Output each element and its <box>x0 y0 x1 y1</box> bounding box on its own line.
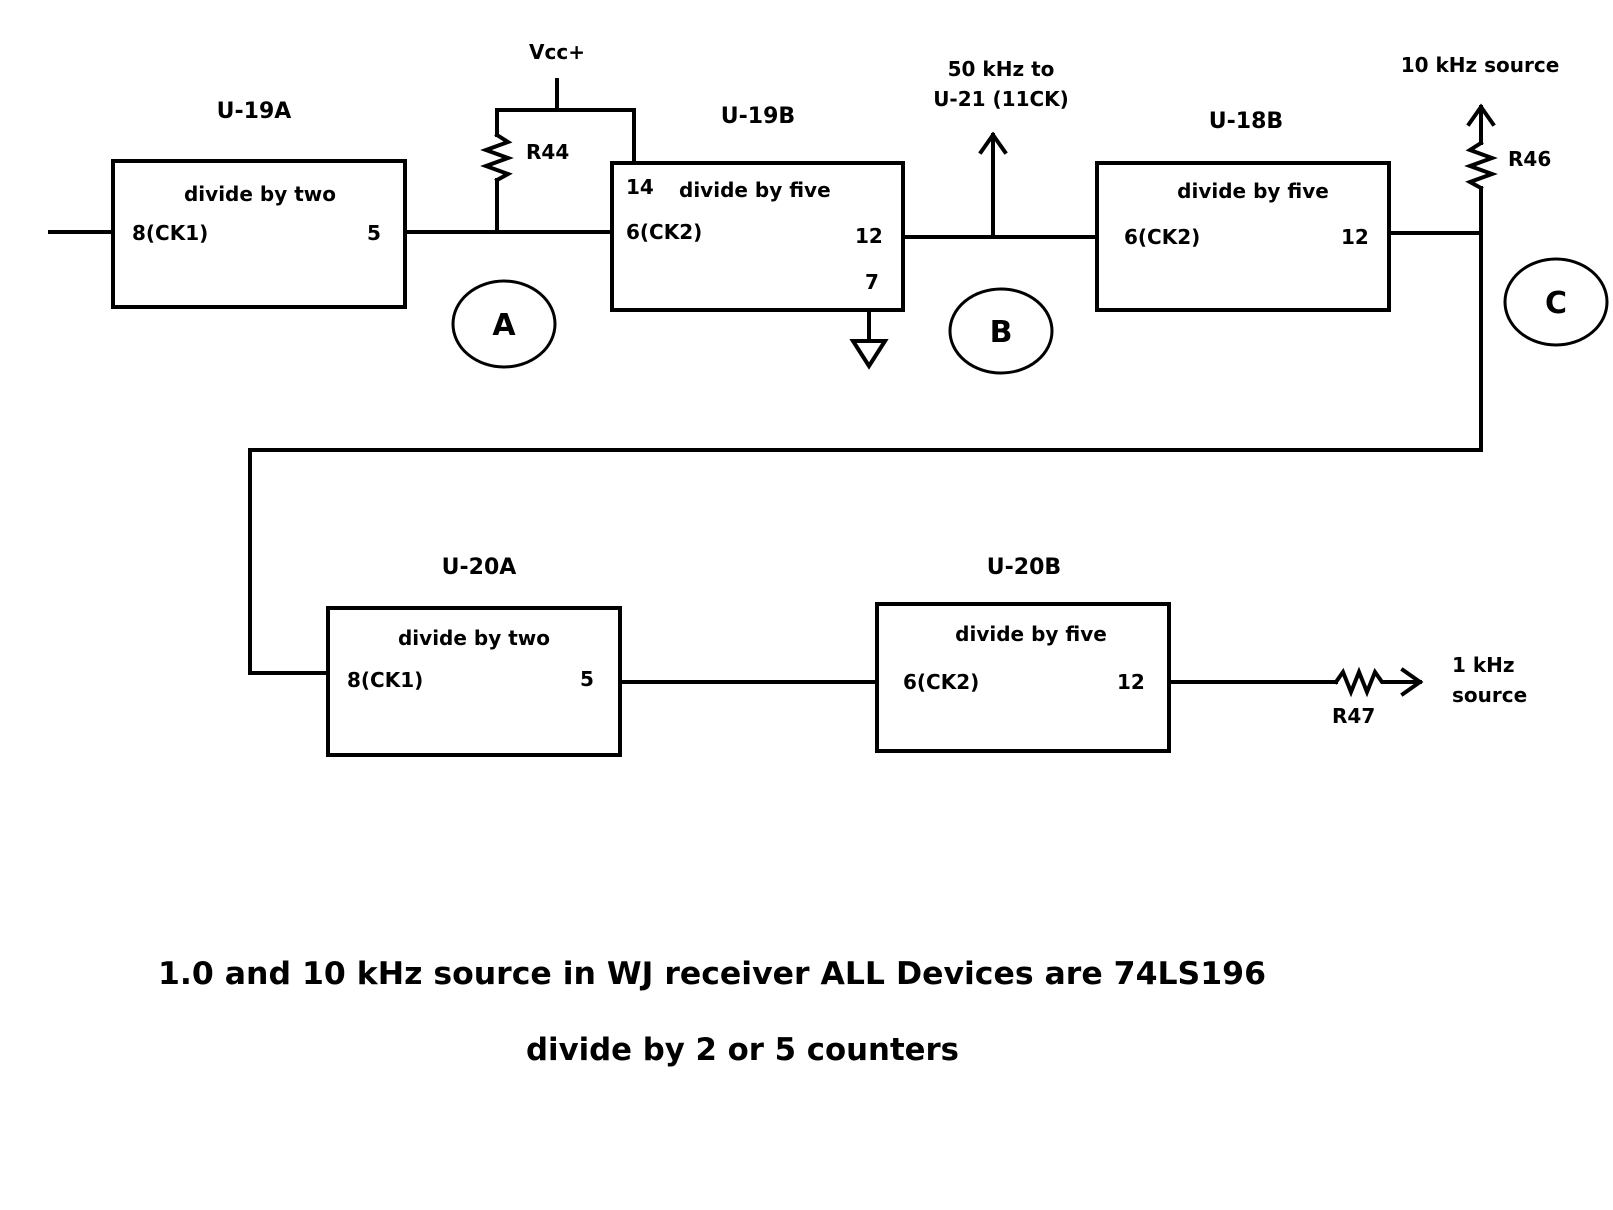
u19b-pin-14: 14 <box>626 175 654 199</box>
test-point-a-label: A <box>492 308 516 343</box>
ten-khz-label: 10 kHz source <box>1401 53 1560 77</box>
r46-label: R46 <box>1508 147 1551 171</box>
caption-line-2: divide by 2 or 5 counters <box>526 1032 959 1068</box>
u20a-function: divide by two <box>398 626 550 650</box>
r47-resistor <box>1333 666 1422 698</box>
ground-icon <box>849 339 889 370</box>
block-u20a <box>326 606 622 757</box>
u19b-in-pin: 6(CK2) <box>626 220 702 244</box>
caption-line-1: 1.0 and 10 kHz source in WJ receiver ALL… <box>158 956 1266 992</box>
u19b-out-pin: 12 <box>855 224 883 248</box>
test-point-b <box>948 287 1054 375</box>
fifty-khz-label-line1: 50 kHz to <box>948 57 1055 81</box>
u18b-out-pin: 12 <box>1341 225 1369 249</box>
r44-resistor <box>480 132 514 183</box>
u19a-function: divide by two <box>184 182 336 206</box>
fifty-khz-label-line2: U-21 (11CK) <box>933 87 1069 111</box>
vcc-label: Vcc+ <box>529 40 585 64</box>
r44-label: R44 <box>526 140 569 164</box>
test-point-b-label: B <box>990 315 1013 350</box>
wire-c-to-u20a <box>248 231 1483 675</box>
u20a-out-pin: 5 <box>580 667 594 691</box>
u19a-in-pin: 8(CK1) <box>132 221 208 245</box>
arrow-right-icon <box>1400 667 1424 697</box>
block-u20b <box>875 602 1171 753</box>
u20b-in-pin: 6(CK2) <box>903 670 979 694</box>
block-u19b <box>610 161 905 312</box>
one-khz-label-line1: 1 kHz <box>1452 653 1515 677</box>
u20b-function: divide by five <box>955 622 1107 646</box>
test-point-c <box>1503 257 1609 347</box>
u19a-label: U-19A <box>217 99 292 124</box>
test-point-c-label: C <box>1545 286 1567 321</box>
r46-resistor <box>1464 140 1498 191</box>
u18b-label: U-18B <box>1209 109 1283 134</box>
u20b-label: U-20B <box>987 555 1061 580</box>
r47-label: R47 <box>1332 704 1375 728</box>
u19a-out-pin: 5 <box>367 221 381 245</box>
u19b-pin-7: 7 <box>865 270 879 294</box>
one-khz-label-line2: source <box>1452 683 1527 707</box>
u18b-function: divide by five <box>1177 179 1329 203</box>
block-u18b <box>1095 161 1391 312</box>
arrow-up-icon <box>978 131 1008 155</box>
u20b-out-pin: 12 <box>1117 670 1145 694</box>
test-point-a <box>451 279 557 369</box>
block-u19a <box>111 159 407 309</box>
u18b-in-pin: 6(CK2) <box>1124 225 1200 249</box>
u20a-in-pin: 8(CK1) <box>347 668 423 692</box>
u19b-function: divide by five <box>679 178 831 202</box>
arrow-up-icon <box>1466 103 1496 127</box>
u19b-label: U-19B <box>721 104 795 129</box>
u20a-label: U-20A <box>442 555 517 580</box>
